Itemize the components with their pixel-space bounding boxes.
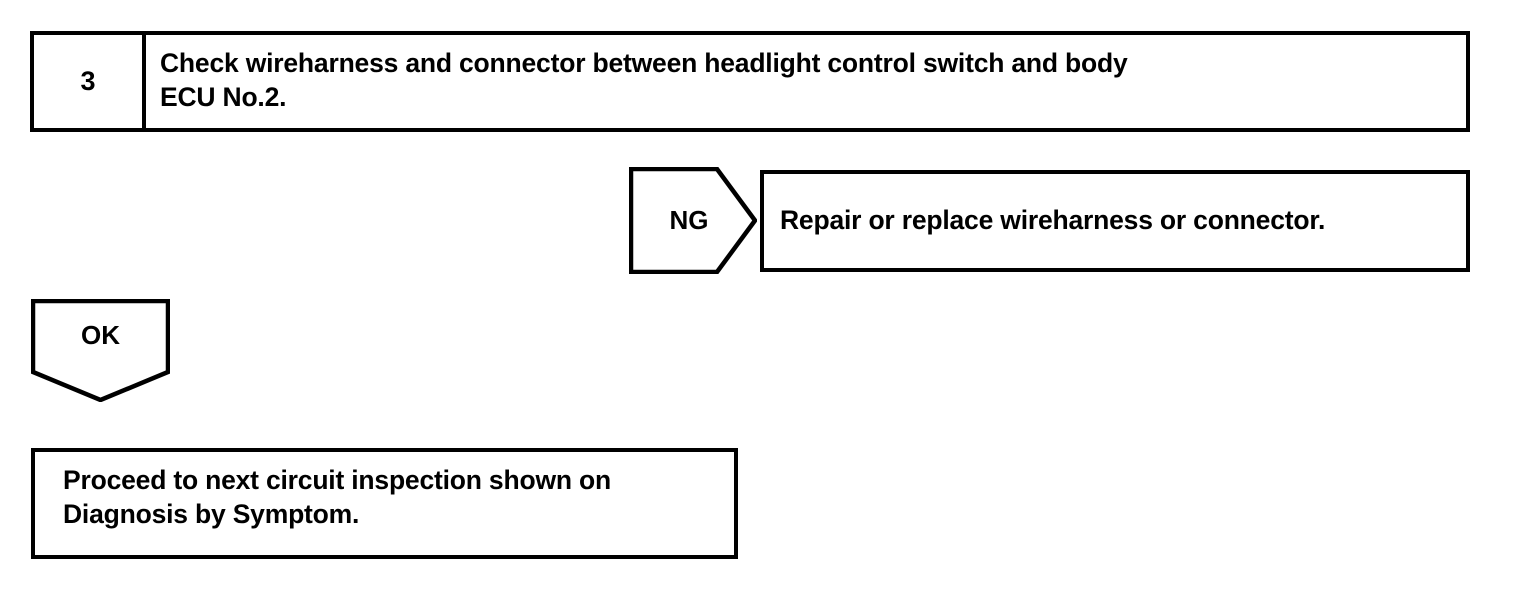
step-instruction-text: Check wireharness and connector between … xyxy=(160,48,1128,112)
ok-result-text: Proceed to next circuit inspection shown… xyxy=(63,465,611,529)
ng-branch-label: NG xyxy=(669,205,709,235)
ng-branch-connector: NG xyxy=(629,167,757,274)
step-number-cell: 3 xyxy=(34,35,146,128)
step-number: 3 xyxy=(80,66,96,96)
step-instruction-cell: Check wireharness and connector between … xyxy=(146,35,1466,128)
step-row: 3 Check wireharness and connector betwee… xyxy=(30,31,1470,132)
ok-pentagon-arrow-icon xyxy=(31,299,170,402)
ok-branch-connector: OK xyxy=(31,299,170,402)
ng-result-box: Repair or replace wireharness or connect… xyxy=(760,170,1470,272)
ng-pentagon-arrow-icon xyxy=(629,167,757,274)
ng-result-text: Repair or replace wireharness or connect… xyxy=(780,205,1326,236)
ok-result-box: Proceed to next circuit inspection shown… xyxy=(31,448,738,559)
ok-branch-label: OK xyxy=(81,319,120,350)
